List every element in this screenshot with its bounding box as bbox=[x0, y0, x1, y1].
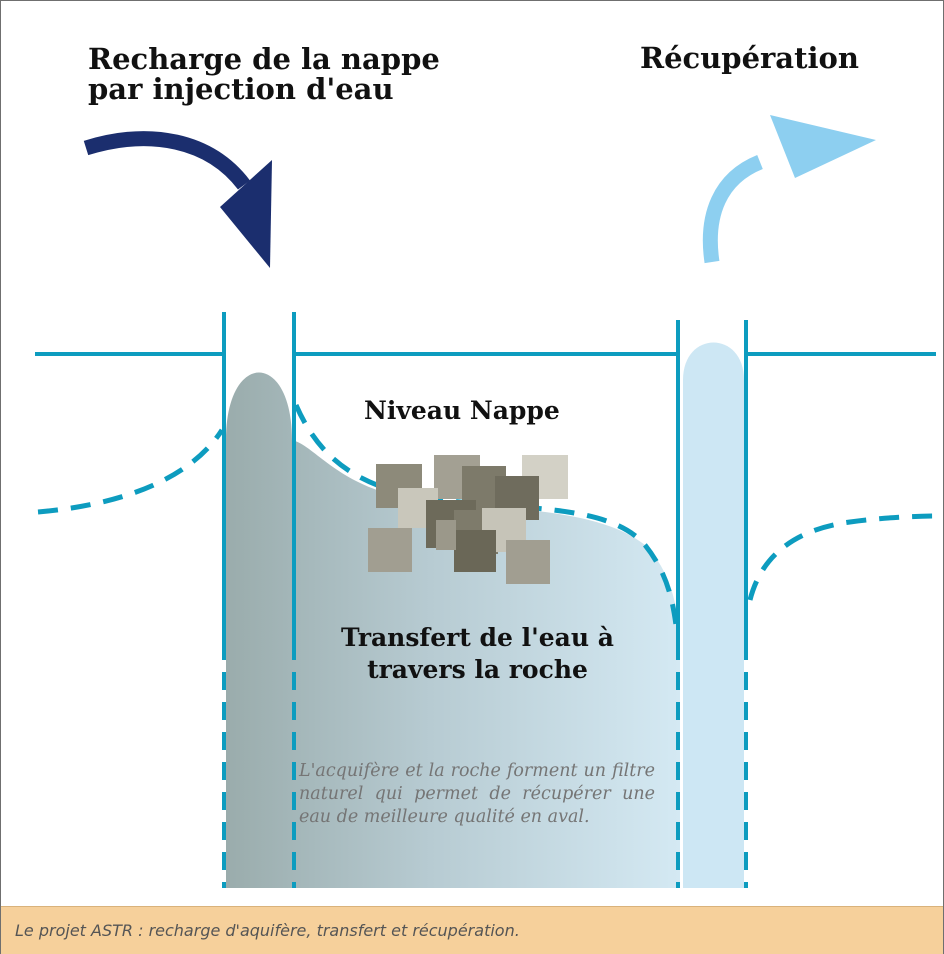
rock-blocks bbox=[368, 455, 568, 584]
figure-caption: Le projet ASTR : recharge d'aquifère, tr… bbox=[15, 921, 520, 940]
transfert-label: Transfert de l'eau à travers la roche bbox=[290, 622, 665, 686]
recuperation-title: Récupération bbox=[640, 41, 859, 75]
caption-bar: Le projet ASTR : recharge d'aquifère, tr… bbox=[1, 906, 943, 954]
recovery-well-water bbox=[683, 342, 744, 888]
curved-arrow-down-icon bbox=[83, 131, 272, 268]
aquifer-water-body bbox=[226, 372, 680, 888]
recharge-title: Recharge de la nappe par injection d'eau bbox=[88, 44, 488, 104]
curved-arrow-up-icon bbox=[702, 115, 876, 264]
recovery-well bbox=[676, 320, 748, 888]
transfert-line2: travers la roche bbox=[367, 655, 588, 684]
recharge-title-line1: Recharge de la nappe bbox=[88, 42, 440, 76]
niveau-nappe-label: Niveau Nappe bbox=[364, 396, 560, 425]
injection-well bbox=[222, 312, 296, 888]
filter-note: L'acquifère et la roche forment un filtr… bbox=[299, 761, 655, 827]
transfert-line1: Transfert de l'eau à bbox=[341, 623, 614, 652]
recharge-title-line2: par injection d'eau bbox=[88, 72, 394, 106]
